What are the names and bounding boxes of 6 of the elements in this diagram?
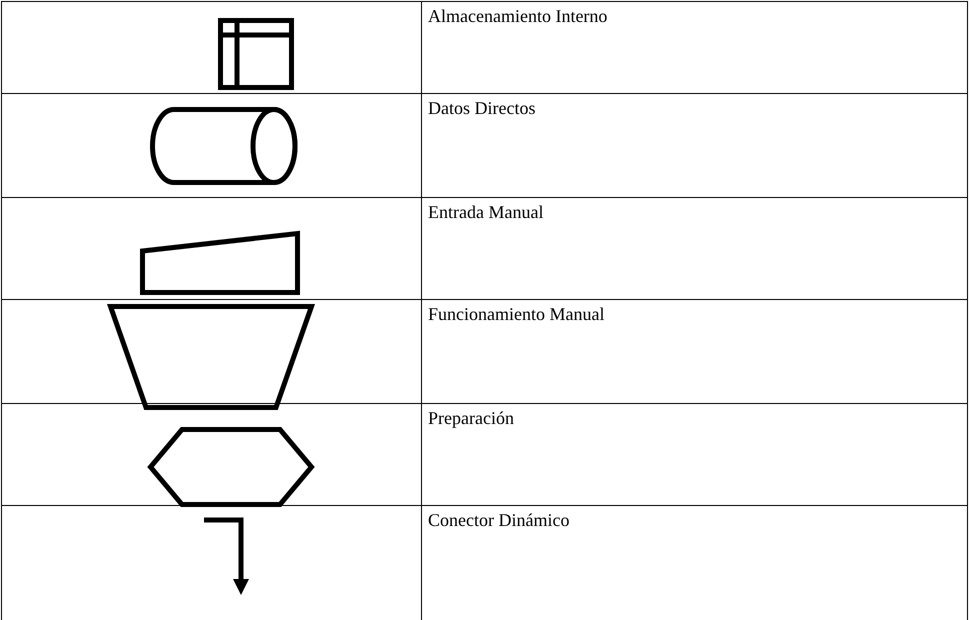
- symbol-name: Almacenamiento Interno: [428, 6, 608, 27]
- symbol-name: Funcionamiento Manual: [428, 304, 604, 325]
- symbol-name: Preparación: [428, 408, 514, 429]
- symbol-name: Datos Directos: [428, 98, 536, 119]
- symbol-name: Conector Dinámico: [428, 510, 570, 531]
- symbol-name: Entrada Manual: [428, 202, 544, 223]
